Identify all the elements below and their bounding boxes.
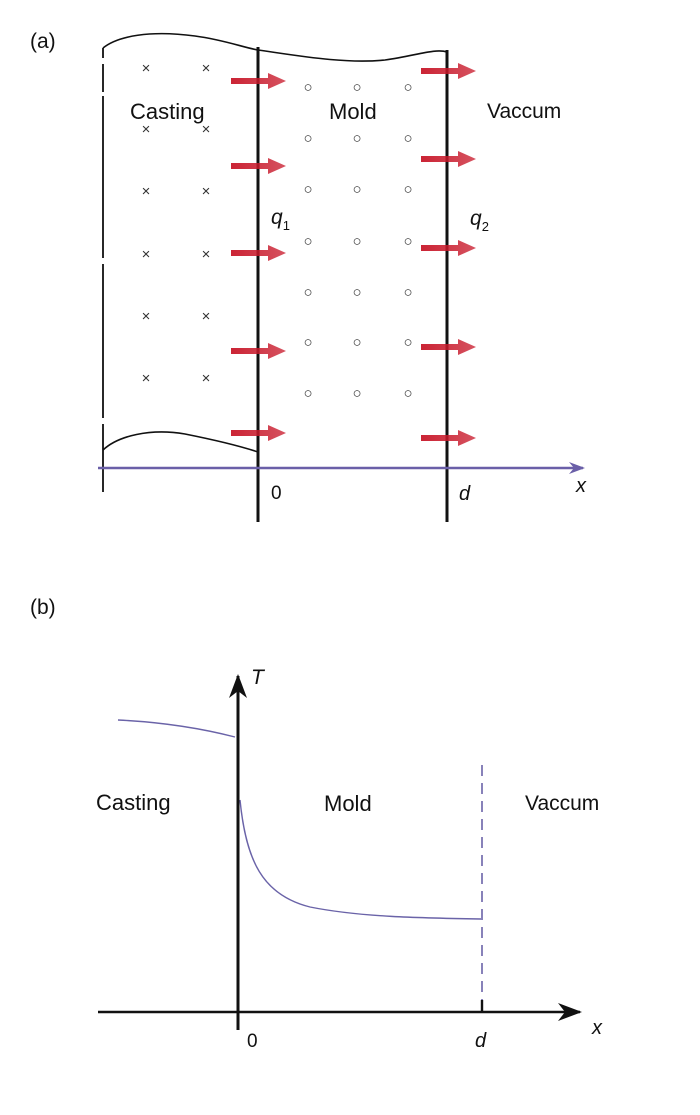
heat-flux-arrow bbox=[421, 63, 476, 79]
mold-marker: ○ bbox=[403, 385, 412, 402]
heat-flux-arrow bbox=[421, 240, 476, 256]
casting-marker: × bbox=[142, 246, 151, 263]
mold-marker: ○ bbox=[403, 334, 412, 351]
heat-flux-arrows-mold-to-vacuum bbox=[421, 63, 476, 446]
panel-a-vacuum-label: Vaccum bbox=[487, 100, 561, 123]
panel-b-tick-thickness: d bbox=[475, 1030, 487, 1052]
panel-a: (a) × × × × × × × × × × × bbox=[30, 30, 587, 522]
heat-flux-arrow bbox=[231, 343, 286, 359]
casting-marker: × bbox=[142, 121, 151, 138]
mold-marker: ○ bbox=[303, 385, 312, 402]
mold-marker: ○ bbox=[403, 284, 412, 301]
flux-label-q2: q2 bbox=[470, 207, 489, 234]
mold-marker: ○ bbox=[352, 284, 361, 301]
mold-marker: ○ bbox=[352, 334, 361, 351]
mold-marker: ○ bbox=[352, 79, 361, 96]
mold-marker: ○ bbox=[352, 385, 361, 402]
mold-marker: ○ bbox=[403, 181, 412, 198]
heat-flux-arrow bbox=[421, 339, 476, 355]
mold-temperature-curve bbox=[239, 799, 482, 920]
flux-label-q1: q1 bbox=[271, 206, 290, 233]
mold-marker: ○ bbox=[352, 130, 361, 147]
heat-flux-arrow bbox=[421, 430, 476, 446]
casting-markers: × × × × × × × × × × × × bbox=[142, 60, 211, 387]
panel-a-tick-thickness: d bbox=[459, 483, 471, 505]
casting-top-boundary bbox=[102, 32, 259, 51]
panel-b-vacuum-label: Vaccum bbox=[525, 792, 599, 815]
casting-marker: × bbox=[142, 60, 151, 77]
casting-marker: × bbox=[142, 370, 151, 387]
flux-q1-symbol: q bbox=[271, 206, 283, 229]
casting-marker: × bbox=[142, 308, 151, 325]
heat-flux-arrow bbox=[231, 158, 286, 174]
casting-marker: × bbox=[202, 246, 211, 263]
mold-marker: ○ bbox=[303, 79, 312, 96]
panel-b-mold-label: Mold bbox=[324, 791, 372, 816]
mold-marker: ○ bbox=[403, 79, 412, 96]
mold-marker: ○ bbox=[352, 181, 361, 198]
heat-flux-arrow bbox=[231, 245, 286, 261]
mold-marker: ○ bbox=[303, 181, 312, 198]
mold-marker: ○ bbox=[403, 233, 412, 250]
casting-marker: × bbox=[202, 370, 211, 387]
casting-marker: × bbox=[202, 60, 211, 77]
casting-marker: × bbox=[142, 183, 151, 200]
heat-flux-arrow bbox=[231, 425, 286, 441]
flux-q2-subscript: 2 bbox=[482, 219, 489, 234]
casting-marker: × bbox=[202, 308, 211, 325]
panel-b: (b) Casting Mold Vaccum T 0 d x bbox=[30, 596, 603, 1052]
panel-a-x-axis-label: x bbox=[575, 475, 587, 497]
panel-a-label: (a) bbox=[30, 30, 56, 53]
panel-a-casting-label: Casting bbox=[130, 99, 205, 124]
flux-q2-symbol: q bbox=[470, 207, 482, 230]
heat-flux-arrows-casting-to-mold bbox=[231, 73, 286, 441]
mold-marker: ○ bbox=[403, 130, 412, 147]
mold-marker: ○ bbox=[303, 130, 312, 147]
panel-a-tick-origin: 0 bbox=[271, 483, 282, 504]
casting-bottom-boundary bbox=[102, 431, 259, 453]
mold-top-boundary bbox=[257, 49, 448, 62]
casting-marker: × bbox=[202, 183, 211, 200]
panel-b-x-axis-label: x bbox=[591, 1017, 603, 1039]
mold-markers: ○ ○ ○ ○ ○ ○ ○ ○ ○ ○ ○ ○ ○ ○ ○ ○ ○ ○ ○ ○ … bbox=[303, 79, 412, 402]
mold-marker: ○ bbox=[352, 233, 361, 250]
panel-b-label: (b) bbox=[30, 596, 56, 619]
casting-marker: × bbox=[202, 121, 211, 138]
casting-temperature-curve bbox=[117, 719, 236, 738]
mold-marker: ○ bbox=[303, 233, 312, 250]
panel-b-t-axis-label: T bbox=[251, 666, 266, 689]
mold-marker: ○ bbox=[303, 284, 312, 301]
panel-b-casting-label: Casting bbox=[96, 790, 171, 815]
heat-flux-arrow bbox=[231, 73, 286, 89]
mold-marker: ○ bbox=[303, 334, 312, 351]
panel-b-tick-origin: 0 bbox=[247, 1031, 258, 1052]
panel-a-mold-label: Mold bbox=[329, 99, 377, 124]
flux-q1-subscript: 1 bbox=[283, 218, 290, 233]
heat-flux-arrow bbox=[421, 151, 476, 167]
